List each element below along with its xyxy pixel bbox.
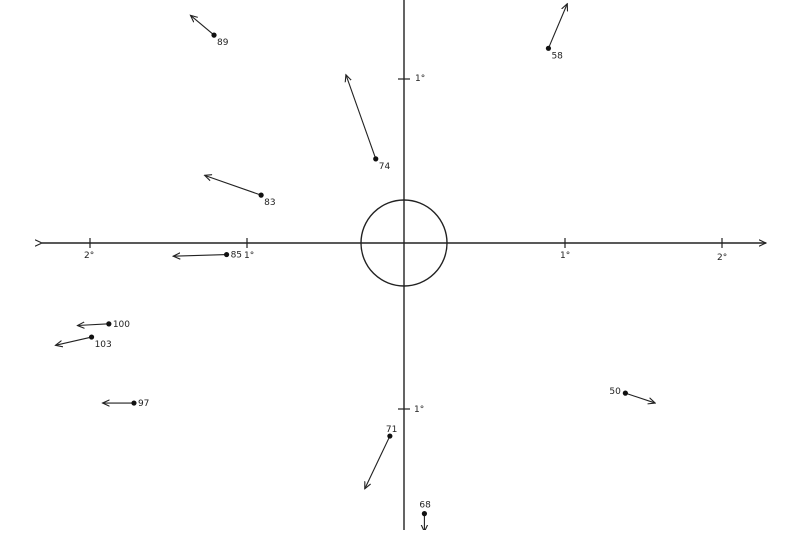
star-85-displacement-arrow [173,255,227,257]
x-tick-label-right-2: 2° [717,253,727,263]
sun-circle [360,199,448,287]
star-58-displacement-arrow [547,4,567,49]
y-tick-label-down-1: 1° [414,405,424,415]
star-89-position [211,32,217,38]
star-85-label: 85 [231,251,242,261]
star-74-displacement-arrow [346,75,377,160]
star-74-label: 74 [379,162,391,172]
star-83-label: 83 [264,198,275,208]
y-tick-label-up-1: 1° [415,74,425,84]
star-97-label: 97 [138,399,149,409]
star-68-label: 68 [419,501,431,511]
star-103-label: 103 [95,340,112,350]
star-74-position [373,156,379,162]
star-85-position [223,251,230,258]
star-89-displacement-arrow [190,15,215,36]
star-50-position [622,390,628,396]
star-71-displacement-arrow [365,435,391,489]
star-103-position [88,334,95,340]
star-58-label: 58 [551,51,563,61]
x-tick-label-left-1: 1° [244,251,254,261]
star-58-position [545,45,552,51]
star-83-displacement-arrow [205,175,262,196]
star-71-position [387,433,393,439]
star-71-label: 71 [386,425,397,435]
star-100-displacement-arrow [77,324,109,326]
star-100-position [106,321,112,327]
star-89-label: 89 [217,38,229,48]
star-103-displacement-arrow [55,336,92,345]
star-83-position [258,192,264,198]
star-68-position [421,510,428,517]
star-97-position [131,400,137,406]
x-tick-label-right-1: 1° [560,251,570,261]
x-tick-label-left-2: 2° [84,251,94,261]
star-50-displacement-arrow [625,392,655,403]
star-50-label: 50 [609,387,621,397]
star-100-label: 100 [113,320,130,330]
